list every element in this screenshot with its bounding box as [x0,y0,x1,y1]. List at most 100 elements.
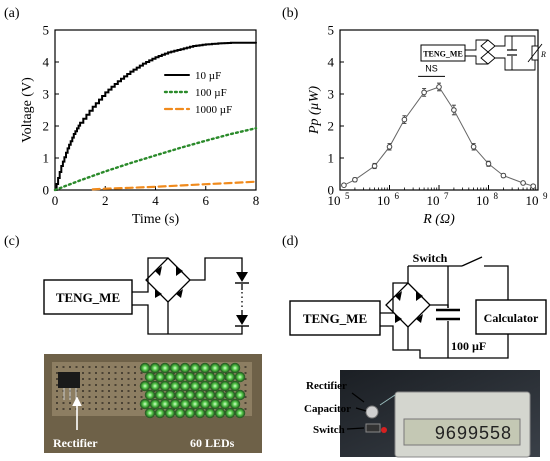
led [229,362,241,374]
x-tick-exponent: 7 [444,191,449,201]
breadboard-hole [88,408,91,410]
x-tick-label: 10 [377,193,390,208]
led [164,389,176,401]
led [159,380,171,392]
led [194,389,206,401]
breadboard-hole [127,396,130,398]
breadboard-hole [244,396,247,398]
x-tick-exponent: 8 [494,191,499,201]
breadboard-hole [140,396,143,398]
breadboard-hole [62,366,65,368]
panel-c-label: (c) [4,234,20,249]
data-point [371,163,378,169]
switch-label-photo: Switch [313,424,345,436]
ns-annotation: NS [425,63,438,73]
data-point [341,182,347,188]
led [169,380,181,392]
y-tick-label: 3 [43,87,50,102]
led [229,380,241,392]
x-tick-label: 0 [52,193,59,208]
breadboard-hole [108,396,110,398]
breadboard-hole [244,402,247,404]
led [174,371,186,383]
led [234,389,246,401]
breadboard-hole [95,384,97,386]
breadboard-hole [95,390,97,392]
led [144,371,156,383]
led [179,362,191,374]
breadboard-hole [101,390,104,392]
led-diode-top [235,272,249,284]
series-line [91,180,258,191]
y-tick-label: 1 [328,151,335,166]
data-point [520,180,526,186]
led [159,398,171,410]
breadboard-hole [121,384,123,386]
led [184,389,196,401]
breadboard-hole [121,366,123,368]
calculator-label: Calculator [484,311,539,325]
breadboard-hole [95,378,97,380]
breadboard-hole [62,408,65,410]
y-tick-label: 5 [43,23,50,38]
breadboard-hole [114,372,117,374]
breadboard-hole [134,408,136,410]
panel-d: (d) Switch TENG_ME 100 µF [282,234,547,458]
led [189,398,201,410]
led [164,371,176,383]
series-line [53,126,258,192]
breadboard-hole [69,408,71,410]
x-axis-label: Time (s) [132,212,180,227]
breadboard-hole [101,408,104,410]
led [174,407,186,419]
y-tick-label: 4 [328,55,335,70]
breadboard-hole [88,378,91,380]
breadboard-hole [101,372,104,374]
led-cluster [139,362,246,419]
breadboard-hole [101,384,104,386]
breadboard-hole [82,402,84,404]
x-tick-label: 4 [152,193,159,208]
led [159,362,171,374]
x-tick-label: 10 [476,193,489,208]
teng-label-d: TENG_ME [303,311,367,326]
breadboard-hole [88,372,91,374]
breadboard-hole [56,366,58,368]
led [179,398,191,410]
led [229,398,241,410]
y-tick-label: 4 [43,55,50,70]
led-diode-bottom [235,315,249,327]
y-tick-label: 0 [43,183,50,198]
led [154,407,166,419]
breadboard-hole [140,378,143,380]
series-line [54,41,257,191]
breadboard-hole [127,390,130,392]
breadboard-hole [127,372,130,374]
led [199,380,211,392]
breadboard-hole [82,390,84,392]
legend-label: 1000 µF [195,104,232,116]
switch-symbol [461,256,483,267]
data-point [485,160,492,167]
legend-label: 100 µF [195,87,227,99]
led [214,389,226,401]
x-tick-label: 10 [427,193,440,208]
teng-box-c [43,279,133,315]
x-tick-exponent: 6 [395,191,400,201]
breadboard-hole [108,390,110,392]
y-tick-label: 2 [43,119,50,134]
led [209,380,221,392]
inset-resistor-label: R [540,50,546,59]
breadboard-hole [56,402,58,404]
breadboard-hole [134,372,136,374]
data-point [530,183,537,189]
breadboard-hole [108,366,110,368]
breadboard-hole [140,408,143,410]
data-point [470,144,477,150]
rectifier-label-d: Rectifier [306,380,347,392]
teng-label-c: TENG_ME [56,290,120,305]
breadboard-hole [88,366,91,368]
data-point [500,172,507,179]
y-tick-label: 1 [43,151,50,166]
